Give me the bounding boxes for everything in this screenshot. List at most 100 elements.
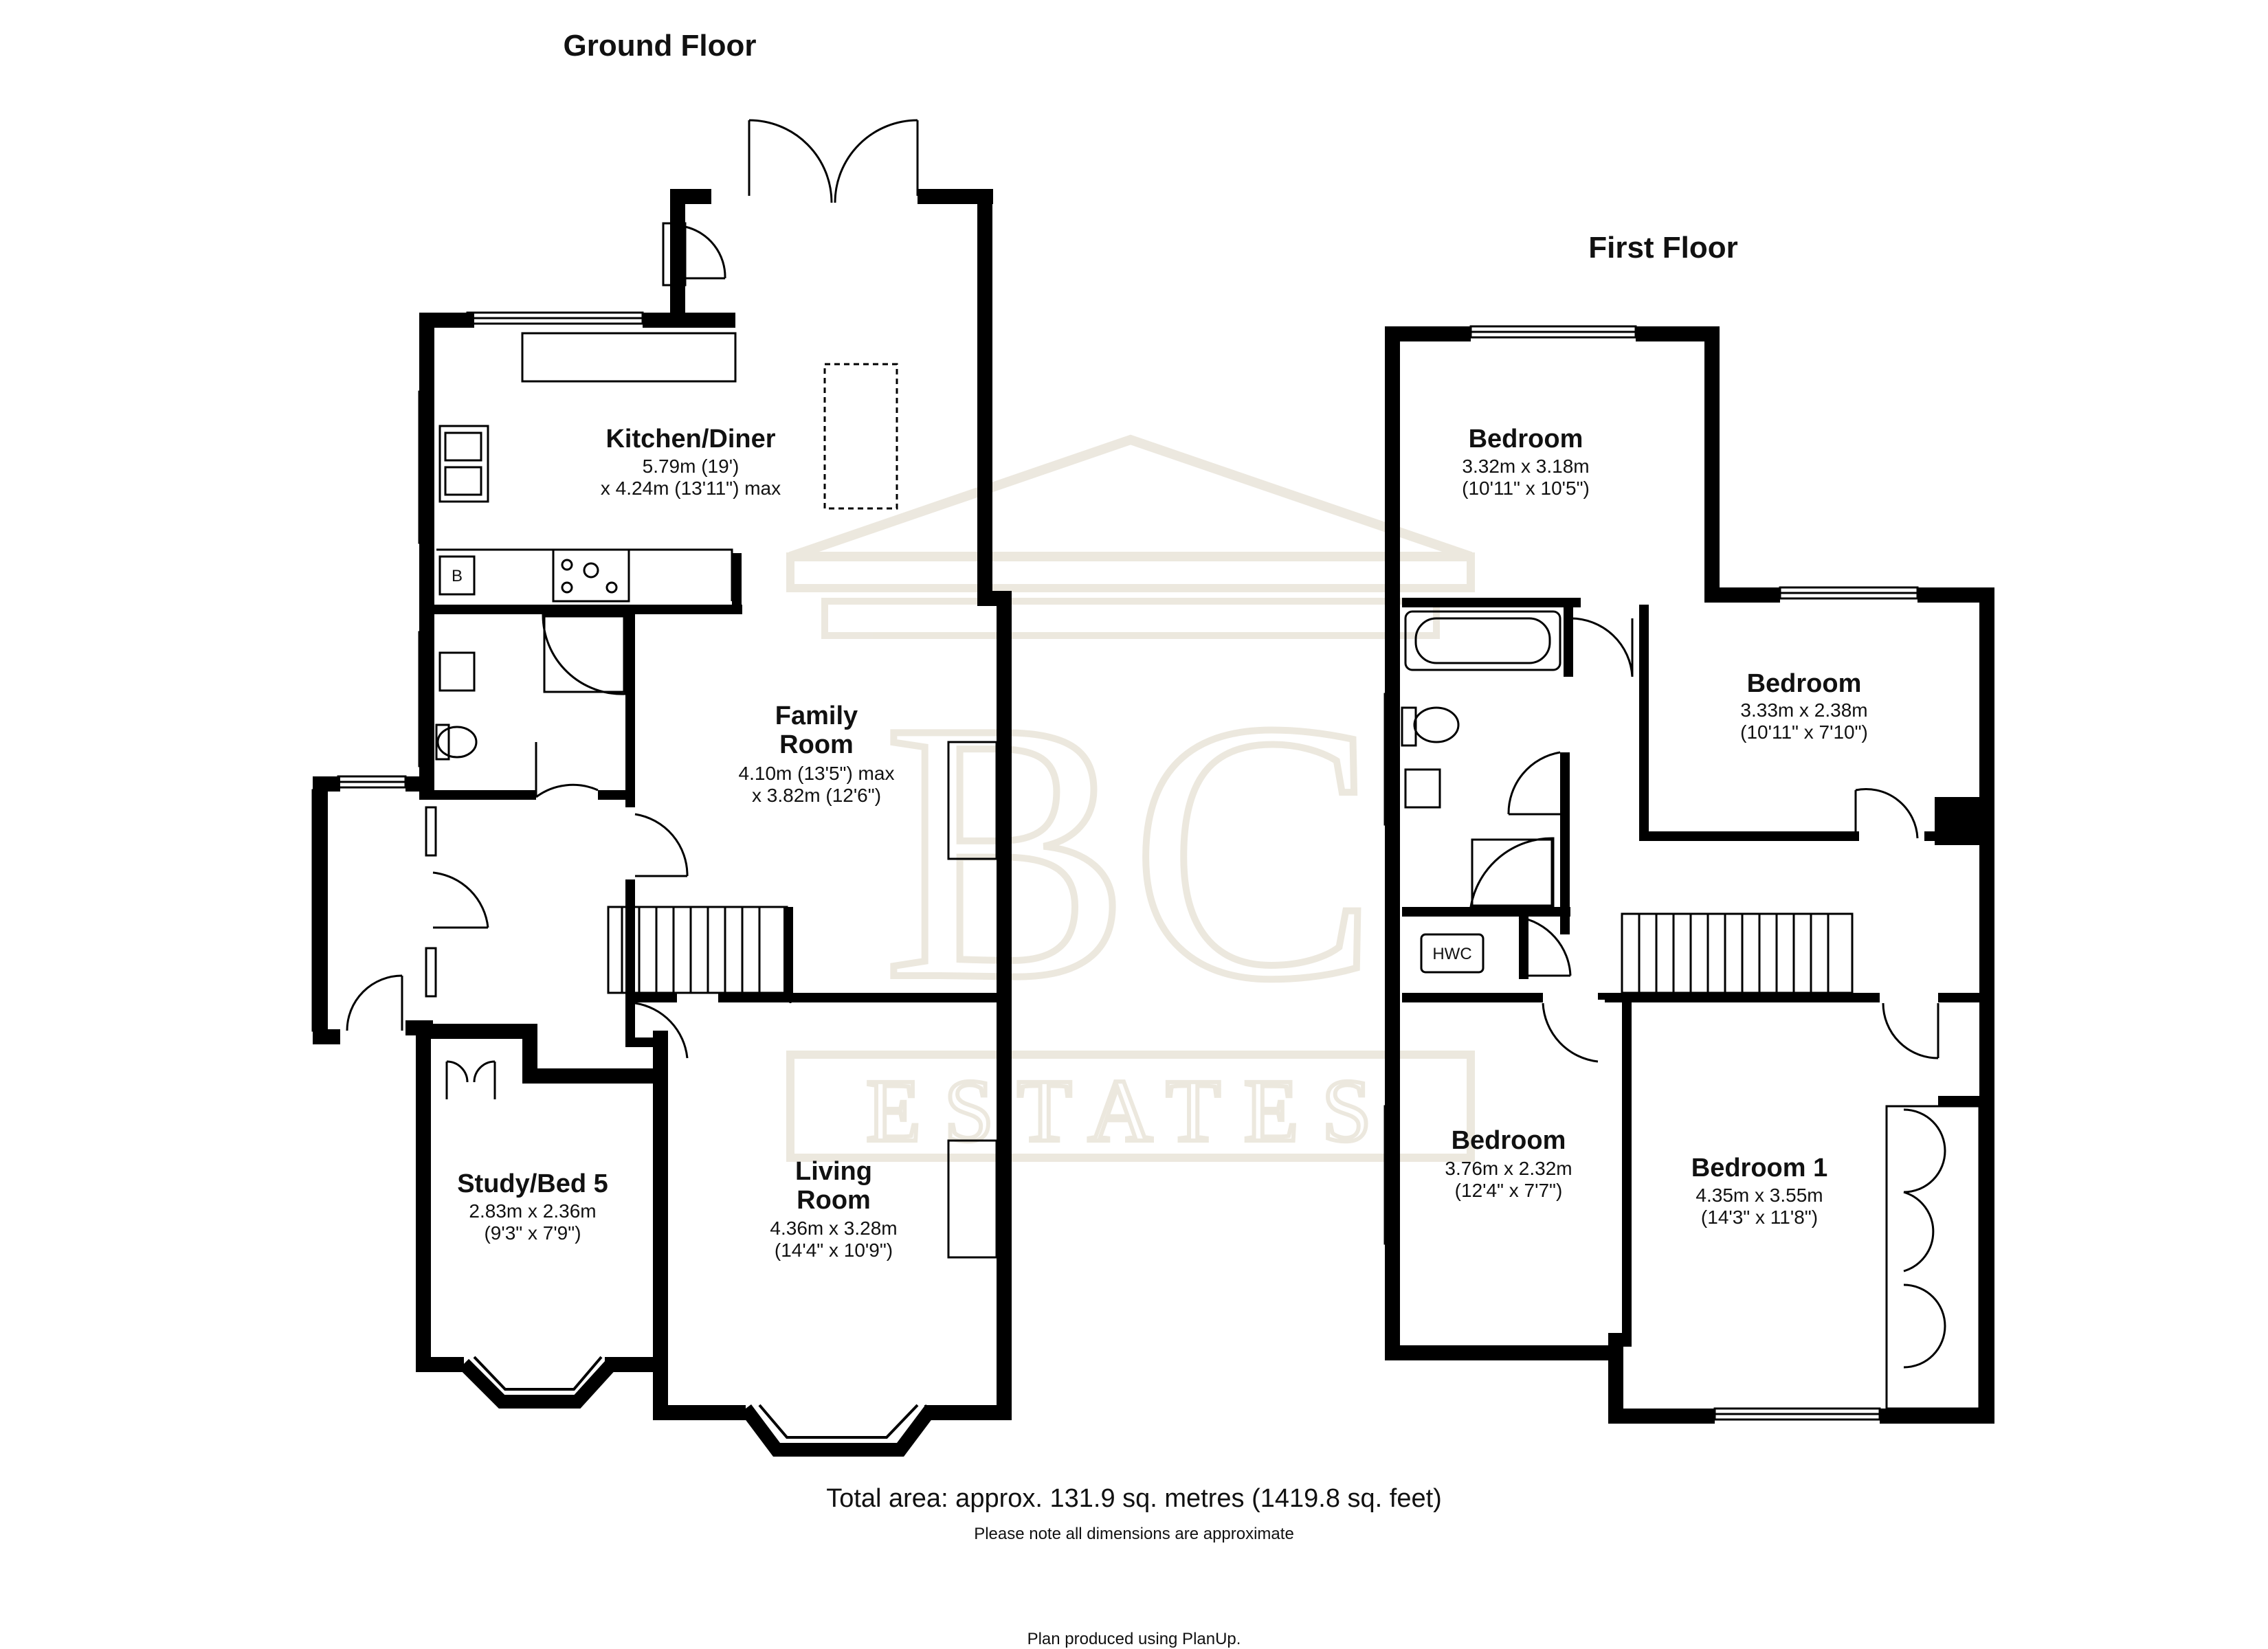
wall xyxy=(1402,598,1581,607)
wall xyxy=(1519,914,1528,979)
wall xyxy=(653,1405,746,1420)
wall xyxy=(1564,598,1573,677)
wall xyxy=(419,605,742,614)
wall xyxy=(732,553,742,605)
wall xyxy=(416,1024,533,1039)
wall xyxy=(625,1037,667,1047)
wall xyxy=(1622,993,1880,1002)
first-floor-title: First Floor xyxy=(1588,231,1738,265)
living-dim-1: 4.36m x 3.28m xyxy=(770,1218,897,1239)
bedroom-b-dim-1: 3.33m x 2.38m xyxy=(1740,699,1867,721)
family-name-1: Family xyxy=(775,702,858,730)
wall xyxy=(1935,797,1986,845)
wall xyxy=(1402,993,1543,1002)
wall xyxy=(605,1357,667,1372)
bedroom-a-dim-1: 3.32m x 3.18m xyxy=(1462,456,1589,477)
first-floor xyxy=(1385,326,1994,1424)
watermark-logo: BC ESTATES xyxy=(786,434,1475,1163)
wall xyxy=(632,993,677,1002)
wall xyxy=(928,1405,1012,1420)
wall xyxy=(1598,993,1608,1000)
wall xyxy=(718,993,1007,1002)
wall xyxy=(1385,326,1400,1360)
bedroom-1-name: Bedroom 1 xyxy=(1691,1154,1827,1182)
wall xyxy=(419,790,536,800)
bedroom-a-name: Bedroom xyxy=(1469,425,1583,453)
wall xyxy=(997,591,1012,1419)
kitchen-dim-2: x 4.24m (13'11") max xyxy=(601,478,781,499)
wall xyxy=(419,313,434,794)
wall xyxy=(598,790,635,800)
wall xyxy=(1560,838,1570,934)
bedroom-a-dim-2: (10'11" x 10'5") xyxy=(1462,478,1590,499)
hwc-label: HWC xyxy=(1432,945,1471,963)
wall xyxy=(1704,326,1720,594)
wall xyxy=(1639,831,1859,841)
wall xyxy=(405,1020,433,1035)
family-dim-1: 4.10m (13'5") max xyxy=(739,763,895,784)
wall xyxy=(1385,1345,1622,1360)
wall xyxy=(1639,605,1649,838)
bedroom-c-dim-2: (12'4" x 7'7") xyxy=(1455,1180,1563,1201)
bedroom-1-dim-1: 4.35m x 3.55m xyxy=(1696,1185,1823,1206)
wall xyxy=(1622,993,1632,1347)
wall xyxy=(1880,1409,1994,1424)
living-dim-2: (14'4" x 10'9") xyxy=(775,1239,893,1261)
study-dim-1: 2.83m x 2.36m xyxy=(469,1200,596,1222)
watermark-estates: ESTATES xyxy=(866,1062,1394,1160)
wall xyxy=(670,189,685,323)
ground-floor-title: Ground Floor xyxy=(563,29,756,63)
bedroom-1-dim-2: (14'3" x 11'8") xyxy=(1701,1207,1818,1228)
wall xyxy=(670,189,711,204)
first-stair-treads xyxy=(1638,914,1830,993)
bedroom-b-dim-2: (10'11" x 7'10") xyxy=(1740,721,1868,743)
wall xyxy=(416,1024,431,1371)
wall xyxy=(313,1029,340,1044)
kitchen-name: Kitchen/Diner xyxy=(605,425,775,453)
wall xyxy=(625,996,635,1044)
wall xyxy=(419,313,474,328)
wall xyxy=(1917,587,1994,603)
wall xyxy=(918,189,993,204)
total-area: Total area: approx. 131.9 sq. metres (14… xyxy=(826,1484,1442,1513)
living-name-2: Room xyxy=(797,1186,871,1215)
wall xyxy=(522,1068,667,1084)
wall xyxy=(1608,1409,1715,1424)
first-floor-fittings xyxy=(1383,325,1981,1421)
produced-by: Plan produced using PlanUp. xyxy=(1027,1630,1241,1648)
wall xyxy=(1560,752,1570,845)
wall xyxy=(1938,1096,1993,1106)
ground-floor-fittings xyxy=(311,119,998,1259)
study-name: Study/Bed 5 xyxy=(457,1169,608,1198)
stair-treads xyxy=(621,907,761,993)
wall xyxy=(313,776,340,792)
living-name-1: Living xyxy=(795,1157,872,1186)
wall xyxy=(313,776,328,1044)
bedroom-c-dim-1: 3.76m x 2.32m xyxy=(1445,1158,1572,1179)
wall xyxy=(1704,587,1780,603)
family-name-2: Room xyxy=(779,730,854,759)
wall xyxy=(1938,993,1993,1002)
study-dim-2: (9'3" x 7'9") xyxy=(484,1222,581,1244)
wall xyxy=(405,776,433,792)
wall xyxy=(1385,326,1471,341)
wall xyxy=(1636,326,1720,341)
wall xyxy=(625,879,635,1000)
wall xyxy=(1402,907,1570,917)
wall xyxy=(783,907,793,996)
kitchen-dim-1: 5.79m (19') xyxy=(643,456,740,477)
bedroom-b-name: Bedroom xyxy=(1747,669,1862,698)
wall xyxy=(643,313,735,328)
watermark-monogram: BC xyxy=(883,645,1378,1056)
wall xyxy=(522,1024,537,1079)
wall xyxy=(625,608,635,807)
dimensions-note: Please note all dimensions are approxima… xyxy=(974,1525,1294,1543)
bedroom-c-name: Bedroom xyxy=(1452,1126,1566,1155)
wall xyxy=(416,1357,464,1372)
wall xyxy=(1979,587,1994,1422)
boiler-label: B xyxy=(452,567,463,585)
wall xyxy=(653,1031,668,1419)
wall xyxy=(977,189,992,594)
family-dim-2: x 3.82m (12'6") xyxy=(752,785,881,806)
